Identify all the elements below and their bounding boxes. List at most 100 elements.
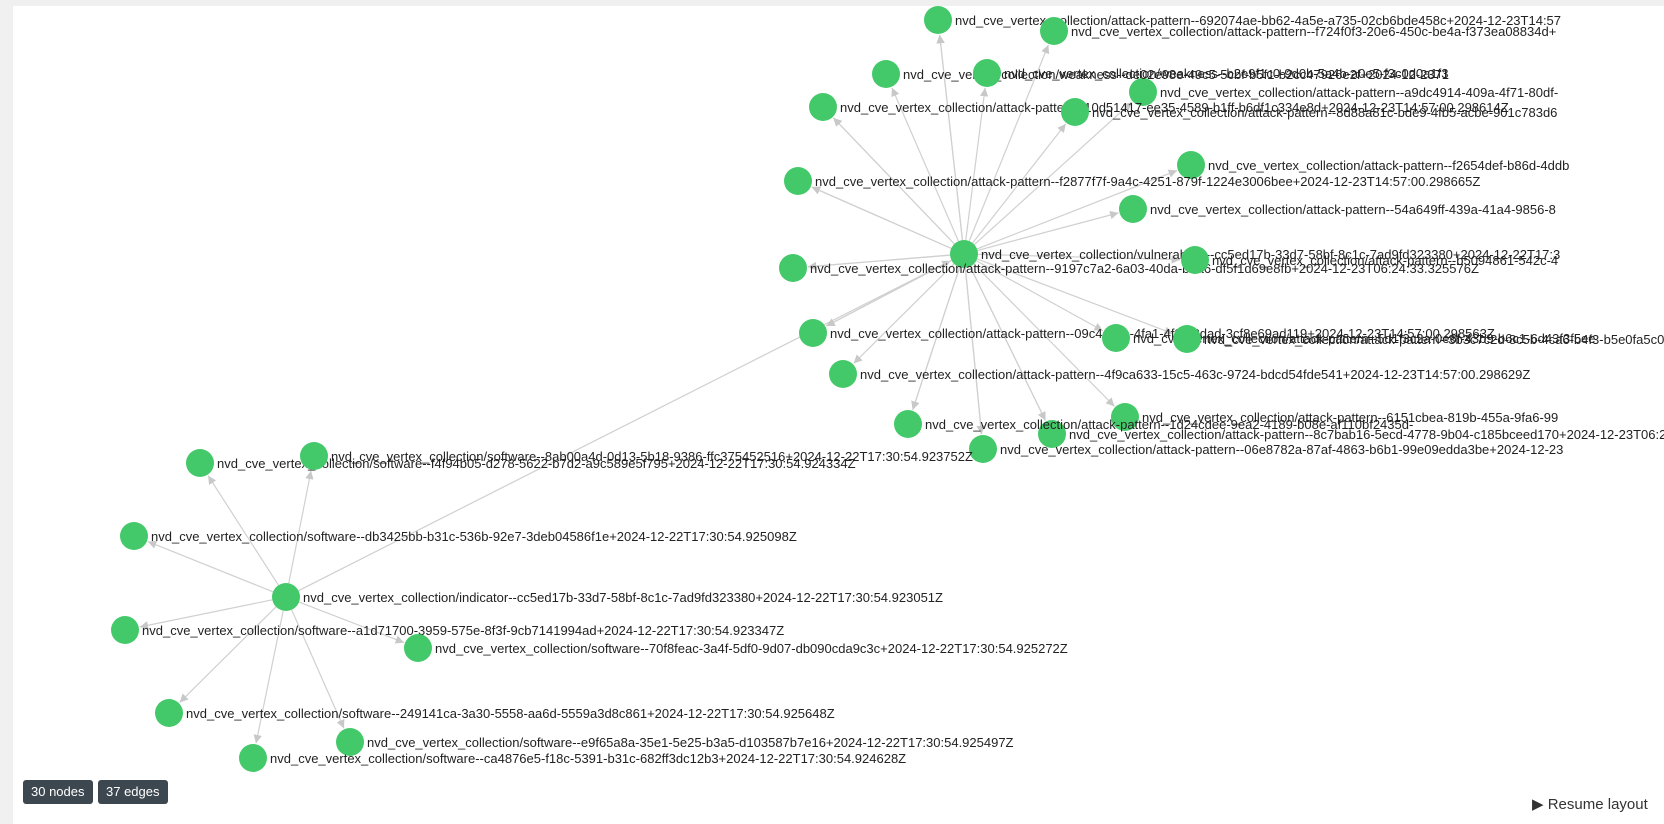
node-circle[interactable] (239, 744, 267, 772)
node-circle[interactable] (1040, 17, 1068, 45)
node-circle[interactable] (973, 59, 1001, 87)
node-circle[interactable] (272, 583, 300, 611)
graph-edge (976, 169, 1178, 250)
node-circle[interactable] (1038, 420, 1066, 448)
node-circle[interactable] (120, 522, 148, 550)
graph-node-ap4[interactable]: nvd_cve_vertex_collection/attack-pattern… (809, 93, 1509, 121)
graph-node-wk2[interactable]: nvd_cve_vertex_collection/weakness--b2e9… (973, 59, 1448, 87)
graph-edge (139, 599, 273, 630)
node-label: nvd_cve_vertex_collection/attack-pattern… (1204, 332, 1664, 347)
graph-edge (968, 44, 1050, 242)
graph-edge (972, 123, 1067, 244)
graph-node-ap10[interactable]: nvd_cve_vertex_collection/attack-pattern… (1181, 246, 1558, 274)
node-label: nvd_cve_vertex_collection/attack-pattern… (1133, 331, 1596, 346)
graph-node-ap8[interactable]: nvd_cve_vertex_collection/attack-pattern… (1119, 195, 1556, 223)
graph-node-sw3[interactable]: nvd_cve_vertex_collection/software--db34… (120, 522, 797, 550)
node-circle[interactable] (809, 93, 837, 121)
node-label: nvd_cve_vertex_collection/attack-pattern… (1142, 410, 1558, 425)
graph-edge (973, 101, 1133, 246)
graph-node-sw6[interactable]: nvd_cve_vertex_collection/software--2491… (155, 699, 835, 727)
graph-edge (976, 258, 1174, 335)
graph-edge (977, 253, 1181, 264)
graph-node-ap12[interactable]: nvd_cve_vertex_collection/attack-pattern… (829, 360, 1530, 388)
node-label: nvd_cve_vertex_collection/attack-pattern… (860, 367, 1530, 382)
node-label: nvd_cve_vertex_collection/software--70f8… (435, 641, 1068, 656)
node-circle[interactable] (894, 410, 922, 438)
graph-node-ap3[interactable]: nvd_cve_vertex_collection/attack-pattern… (1129, 78, 1558, 106)
node-label: nvd_cve_vertex_collection/attack-pattern… (1092, 105, 1557, 120)
node-circle[interactable] (1119, 195, 1147, 223)
resume-layout-button[interactable]: ▶ Resume layout (1532, 795, 1648, 813)
node-label: nvd_cve_vertex_collection/software--2491… (186, 706, 835, 721)
node-count-badge: 30 nodes (23, 780, 93, 804)
node-circle[interactable] (1177, 151, 1205, 179)
graph-edge (298, 260, 951, 592)
graph-node-ap2[interactable]: nvd_cve_vertex_collection/attack-pattern… (1040, 17, 1556, 45)
node-circle[interactable] (1061, 98, 1089, 126)
node-circle[interactable] (829, 360, 857, 388)
graph-edge (973, 263, 1115, 407)
node-circle[interactable] (784, 167, 812, 195)
node-label: nvd_cve_vertex_collection/attack-pattern… (1150, 202, 1556, 217)
graph-edge (832, 117, 955, 245)
node-label: nvd_cve_vertex_collection/attack-pattern… (815, 174, 1480, 189)
node-label: nvd_cve_vertex_collection/attack-pattern… (1071, 24, 1556, 39)
node-label: nvd_cve_vertex_collection/attack-pattern… (1069, 427, 1664, 442)
graph-node-ap13[interactable]: nvd_cve_vertex_collection/attack-pattern… (1038, 420, 1664, 448)
node-circle[interactable] (1111, 403, 1139, 431)
node-circle[interactable] (186, 449, 214, 477)
graph-node-sw4[interactable]: nvd_cve_vertex_collection/software--a1d7… (111, 616, 784, 644)
graph-edge (826, 259, 952, 327)
resume-layout-label: Resume layout (1547, 796, 1648, 813)
graph-node-ap18[interactable]: nvd_cve_vertex_collection/attack-pattern… (1173, 325, 1664, 353)
play-icon: ▶ (1532, 796, 1544, 813)
graph-svg[interactable]: nvd_cve_vertex_collection/vulnerability-… (13, 6, 1664, 824)
graph-node-ap14[interactable]: nvd_cve_vertex_collection/attack-pattern… (1111, 403, 1558, 431)
node-label: nvd_cve_vertex_collection/attack-pattern… (1160, 85, 1558, 100)
graph-edge (253, 610, 284, 744)
graph-node-ind[interactable]: nvd_cve_vertex_collection/indicator--cc5… (272, 583, 943, 611)
node-circle[interactable] (969, 435, 997, 463)
node-circle[interactable] (872, 60, 900, 88)
graph-node-sw7[interactable]: nvd_cve_vertex_collection/software--e9f6… (336, 728, 1014, 756)
graph-node-ap9[interactable]: nvd_cve_vertex_collection/attack-pattern… (779, 254, 1479, 282)
node-label: nvd_cve_vertex_collection/attack-pattern… (830, 326, 1495, 341)
graph-node-ap6[interactable]: nvd_cve_vertex_collection/attack-pattern… (1177, 151, 1569, 179)
graph-node-sw1[interactable]: nvd_cve_vertex_collection/software--f4f9… (186, 449, 856, 477)
node-circle[interactable] (779, 254, 807, 282)
node-circle[interactable] (924, 6, 952, 34)
node-circle[interactable] (799, 319, 827, 347)
graph-node-ap15[interactable]: nvd_cve_vertex_collection/attack-pattern… (894, 410, 1413, 438)
graph-node-ap11[interactable]: nvd_cve_vertex_collection/attack-pattern… (799, 319, 1495, 347)
node-circle[interactable] (300, 442, 328, 470)
node-circle[interactable] (1102, 324, 1130, 352)
node-circle[interactable] (950, 240, 978, 268)
graph-edge (911, 267, 961, 410)
graph-node-sw2[interactable]: nvd_cve_vertex_collection/software--8ab0… (300, 442, 973, 470)
node-circle[interactable] (1129, 78, 1157, 106)
graph-node-sw5[interactable]: nvd_cve_vertex_collection/software--70f8… (404, 634, 1068, 662)
graph-node-ap7[interactable]: nvd_cve_vertex_collection/attack-pattern… (784, 167, 1480, 195)
node-circle[interactable] (1181, 246, 1209, 274)
node-circle[interactable] (1173, 325, 1201, 353)
node-circle[interactable] (336, 728, 364, 756)
node-circle[interactable] (404, 634, 432, 662)
graph-canvas[interactable]: nvd_cve_vertex_collection/vulnerability-… (13, 6, 1664, 824)
graph-node-vuln[interactable]: nvd_cve_vertex_collection/vulnerability-… (950, 240, 1560, 268)
graph-edge (207, 475, 279, 586)
node-circle[interactable] (111, 616, 139, 644)
graph-node-ap1[interactable]: nvd_cve_vertex_collection/attack-pattern… (924, 6, 1561, 34)
graph-node-ap17[interactable]: nvd_cve_vertex_collection/attack-pattern… (1102, 324, 1596, 352)
graph-edge (936, 34, 964, 241)
graph-edge (147, 540, 274, 593)
graph-node-wk1[interactable]: nvd_cve_vertex_collection/weakness--de02… (872, 60, 1449, 88)
graph-edge (969, 266, 1046, 421)
graph-node-ap16[interactable]: nvd_cve_vertex_collection/attack-pattern… (969, 435, 1563, 463)
graph-node-sw8[interactable]: nvd_cve_vertex_collection/software--ca48… (239, 744, 906, 772)
node-label: nvd_cve_vertex_collection/attack-pattern… (840, 100, 1509, 115)
node-circle[interactable] (155, 699, 183, 727)
graph-node-ap5[interactable]: nvd_cve_vertex_collection/attack-pattern… (1061, 98, 1557, 126)
node-label: nvd_cve_vertex_collection/attack-pattern… (1212, 253, 1558, 268)
graph-edge (965, 87, 989, 241)
node-label: nvd_cve_vertex_collection/weakness--b2e9… (1004, 66, 1448, 81)
